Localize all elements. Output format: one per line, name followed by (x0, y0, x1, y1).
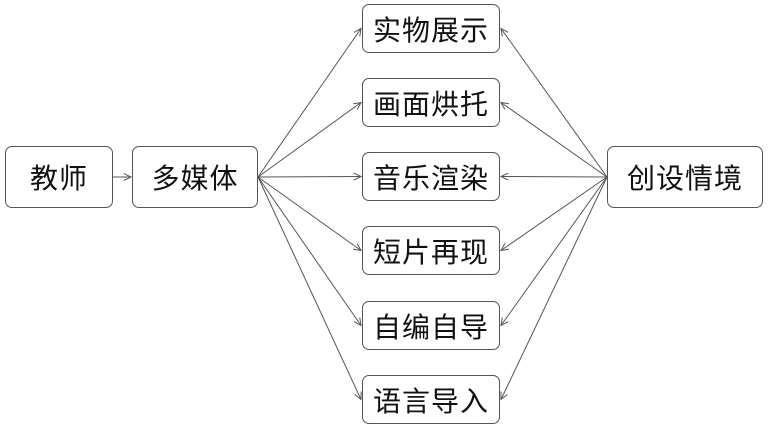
node-teacher: 教师 (5, 146, 113, 208)
edge-multimedia-to-method-1 (257, 101, 362, 178)
edge-multimedia-to-method-0 (257, 27, 362, 178)
arrowhead-icon (123, 173, 133, 181)
node-object-display: 实物展示 (362, 4, 500, 53)
edge-situation-to-method-0 (500, 27, 608, 178)
arrowhead-icon (500, 243, 509, 252)
arrowhead-icon (500, 27, 509, 37)
node-language-intro: 语言导入 (362, 375, 500, 424)
node-multimedia: 多媒体 (132, 146, 258, 208)
node-self-directed: 自编自导 (362, 301, 500, 350)
edge-situation-to-method-3 (500, 176, 608, 252)
edge-multimedia-to-method-4 (257, 176, 362, 327)
arrowhead-icon (499, 172, 509, 181)
edge-multimedia-to-method-5 (257, 176, 362, 401)
edge-teacher-to-multimedia (113, 173, 133, 181)
arrowhead-icon (353, 243, 362, 252)
edge-situation-to-method-1 (500, 101, 608, 178)
edge-multimedia-to-method-2 (257, 172, 363, 181)
edge-situation-to-method-5 (500, 176, 608, 401)
node-image-setoff: 画面烘托 (362, 78, 500, 127)
arrowhead-icon (353, 27, 362, 37)
arrowhead-icon (353, 172, 363, 181)
arrowhead-icon (353, 101, 362, 110)
arrowhead-icon (353, 317, 362, 327)
arrowhead-icon (500, 317, 509, 327)
edge-situation-to-method-4 (500, 176, 608, 327)
arrowhead-icon (354, 391, 362, 401)
node-music-rendering: 音乐渲染 (362, 152, 500, 201)
edge-multimedia-to-method-3 (257, 176, 362, 252)
node-create-situation: 创设情境 (607, 146, 763, 208)
node-short-film: 短片再现 (362, 226, 500, 275)
arrowhead-icon (500, 101, 509, 110)
edge-situation-to-method-2 (499, 172, 608, 181)
arrowhead-icon (500, 391, 508, 401)
